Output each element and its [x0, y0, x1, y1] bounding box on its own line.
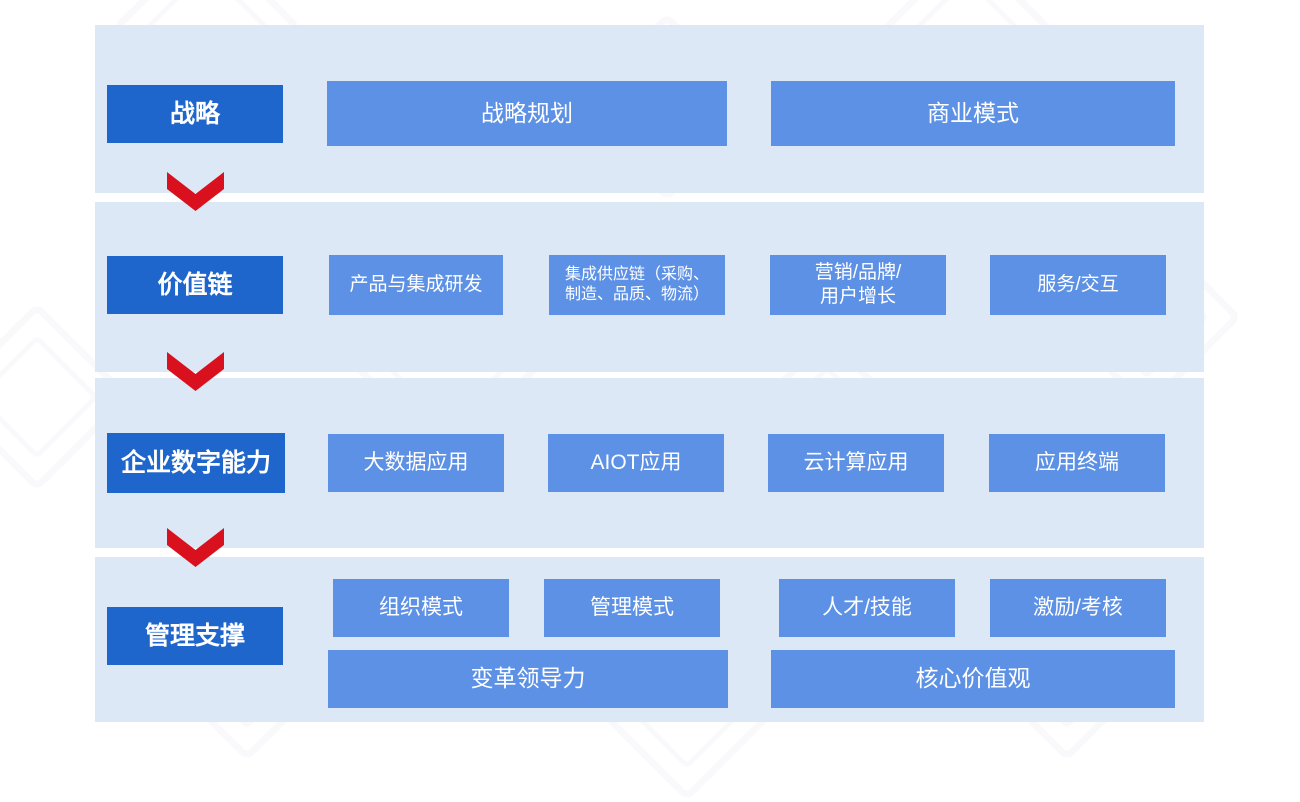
row-label-strategy[interactable]: 战略: [107, 85, 283, 143]
item-marketing-brand-growth[interactable]: 营销/品牌/ 用户增长: [770, 255, 946, 315]
item-integrated-supply-chain[interactable]: 集成供应链（采购、 制造、品质、物流）: [549, 255, 725, 315]
item-aiot-application[interactable]: AIOT应用: [548, 434, 724, 492]
item-big-data-application[interactable]: 大数据应用: [328, 434, 504, 492]
item-core-values[interactable]: 核心价值观: [771, 650, 1175, 708]
item-application-terminal[interactable]: 应用终端: [989, 434, 1165, 492]
row-label-value-chain[interactable]: 价值链: [107, 256, 283, 314]
row-label-management-support[interactable]: 管理支撑: [107, 607, 283, 665]
item-management-model[interactable]: 管理模式: [544, 579, 720, 637]
chevron-down-icon-3: [167, 528, 224, 567]
capability-framework-diagram: 战略 战略规划 商业模式 价值链 产品与集成研发 集成供应链（采购、 制造、品质…: [0, 0, 1300, 777]
item-organization-model[interactable]: 组织模式: [333, 579, 509, 637]
item-cloud-computing-application[interactable]: 云计算应用: [768, 434, 944, 492]
chevron-down-icon-2: [167, 352, 224, 391]
item-strategy-planning[interactable]: 战略规划: [327, 81, 727, 146]
item-service-interaction[interactable]: 服务/交互: [990, 255, 1166, 315]
item-business-model[interactable]: 商业模式: [771, 81, 1175, 146]
item-change-leadership[interactable]: 变革领导力: [328, 650, 728, 708]
row-label-digital-capability[interactable]: 企业数字能力: [107, 433, 285, 493]
item-incentive-assessment[interactable]: 激励/考核: [990, 579, 1166, 637]
item-product-rnd[interactable]: 产品与集成研发: [329, 255, 503, 315]
chevron-down-icon-1: [167, 172, 224, 211]
item-talent-skills[interactable]: 人才/技能: [779, 579, 955, 637]
